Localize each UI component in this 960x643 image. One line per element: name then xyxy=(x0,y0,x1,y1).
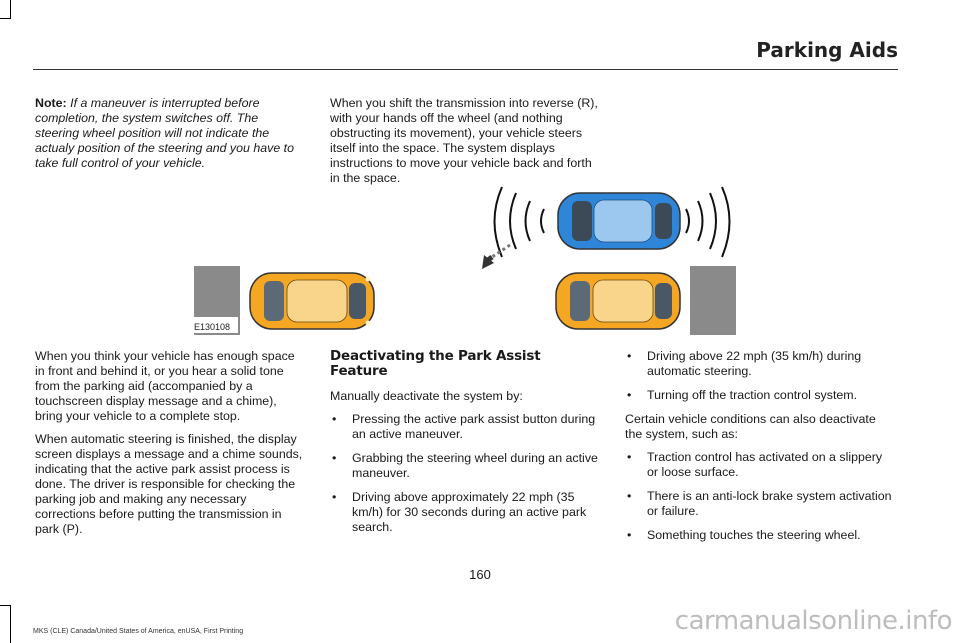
crop-mark-bottom-left-v xyxy=(10,605,11,643)
bullet-glyph: • xyxy=(332,490,337,504)
list-item: •Grabbing the steering wheel during an a… xyxy=(332,451,598,480)
bullet-glyph: • xyxy=(627,349,632,363)
sensor-waves-front xyxy=(685,186,731,258)
section-heading: Deactivating the Park Assist Feature xyxy=(330,348,541,379)
bullet-glyph: • xyxy=(627,528,632,542)
parking-illustration: E130108 xyxy=(192,186,736,335)
deactivate-manual-list: •Pressing the active park assist button … xyxy=(330,412,602,535)
crop-mark-top-left-h xyxy=(0,18,11,19)
note-block: Note: If a maneuver is interrupted befor… xyxy=(35,96,301,179)
section-intro: Manually deactivate the system by: xyxy=(330,389,523,403)
reverse-paragraph-block: When you shift the transmission into rev… xyxy=(330,96,602,194)
figure-id-label: E130108 xyxy=(194,322,230,332)
conditions-paragraph: Certain vehicle conditions can also deac… xyxy=(625,412,876,441)
crop-mark-bottom-left-h xyxy=(0,605,11,606)
parked-car-rear xyxy=(555,272,681,330)
reverse-paragraph: When you shift the transmission into rev… xyxy=(330,96,598,185)
finished-paragraph: When automatic steering is finished, the… xyxy=(35,432,303,536)
list-item: •Something touches the steering wheel. xyxy=(627,528,861,542)
deactivate-conditions-list: •Traction control has activated on a sli… xyxy=(625,450,895,543)
maneuvering-car xyxy=(557,192,681,250)
list-item: •Pressing the active park assist button … xyxy=(332,412,596,441)
watermark: carmanualsonline.info xyxy=(674,606,953,636)
column-2-bottom: Deactivating the Park Assist Feature Man… xyxy=(330,349,602,544)
footer-edition: MKS (CLE) Canada/United States of Americ… xyxy=(33,628,244,635)
page-number: 160 xyxy=(469,567,491,582)
bullet-glyph: • xyxy=(332,451,337,465)
bullet-glyph: • xyxy=(627,489,632,503)
sensor-waves-rear xyxy=(493,186,545,258)
column-3: •Driving above 22 mph (35 km/h) during a… xyxy=(625,349,895,552)
reverse-direction-arrow-icon xyxy=(482,243,511,269)
page-title: Parking Aids xyxy=(756,38,898,62)
deactivate-speed-list: •Driving above 22 mph (35 km/h) during a… xyxy=(625,349,895,403)
note-label: Note: xyxy=(35,96,67,110)
bullet-glyph: • xyxy=(627,388,632,402)
list-item: •Driving above 22 mph (35 km/h) during a… xyxy=(627,349,862,378)
stop-paragraph: When you think your vehicle has enough s… xyxy=(35,349,295,423)
list-item: •Traction control has activated on a sli… xyxy=(627,450,883,479)
curb-right xyxy=(690,266,736,335)
column-1-bottom: When you think your vehicle has enough s… xyxy=(35,349,303,545)
note-text: If a maneuver is interrupted before comp… xyxy=(35,96,294,170)
parked-car-front xyxy=(249,272,375,330)
header-rule xyxy=(33,69,898,70)
list-item: •There is an anti-lock brake system acti… xyxy=(627,489,892,518)
bullet-glyph: • xyxy=(332,412,337,426)
list-item: •Driving above approximately 22 mph (35 … xyxy=(332,490,587,534)
figure-label-bg xyxy=(192,317,238,333)
list-item: •Turning off the traction control system… xyxy=(627,388,858,402)
crop-mark-top-left-v xyxy=(10,0,11,18)
bullet-glyph: • xyxy=(627,450,632,464)
